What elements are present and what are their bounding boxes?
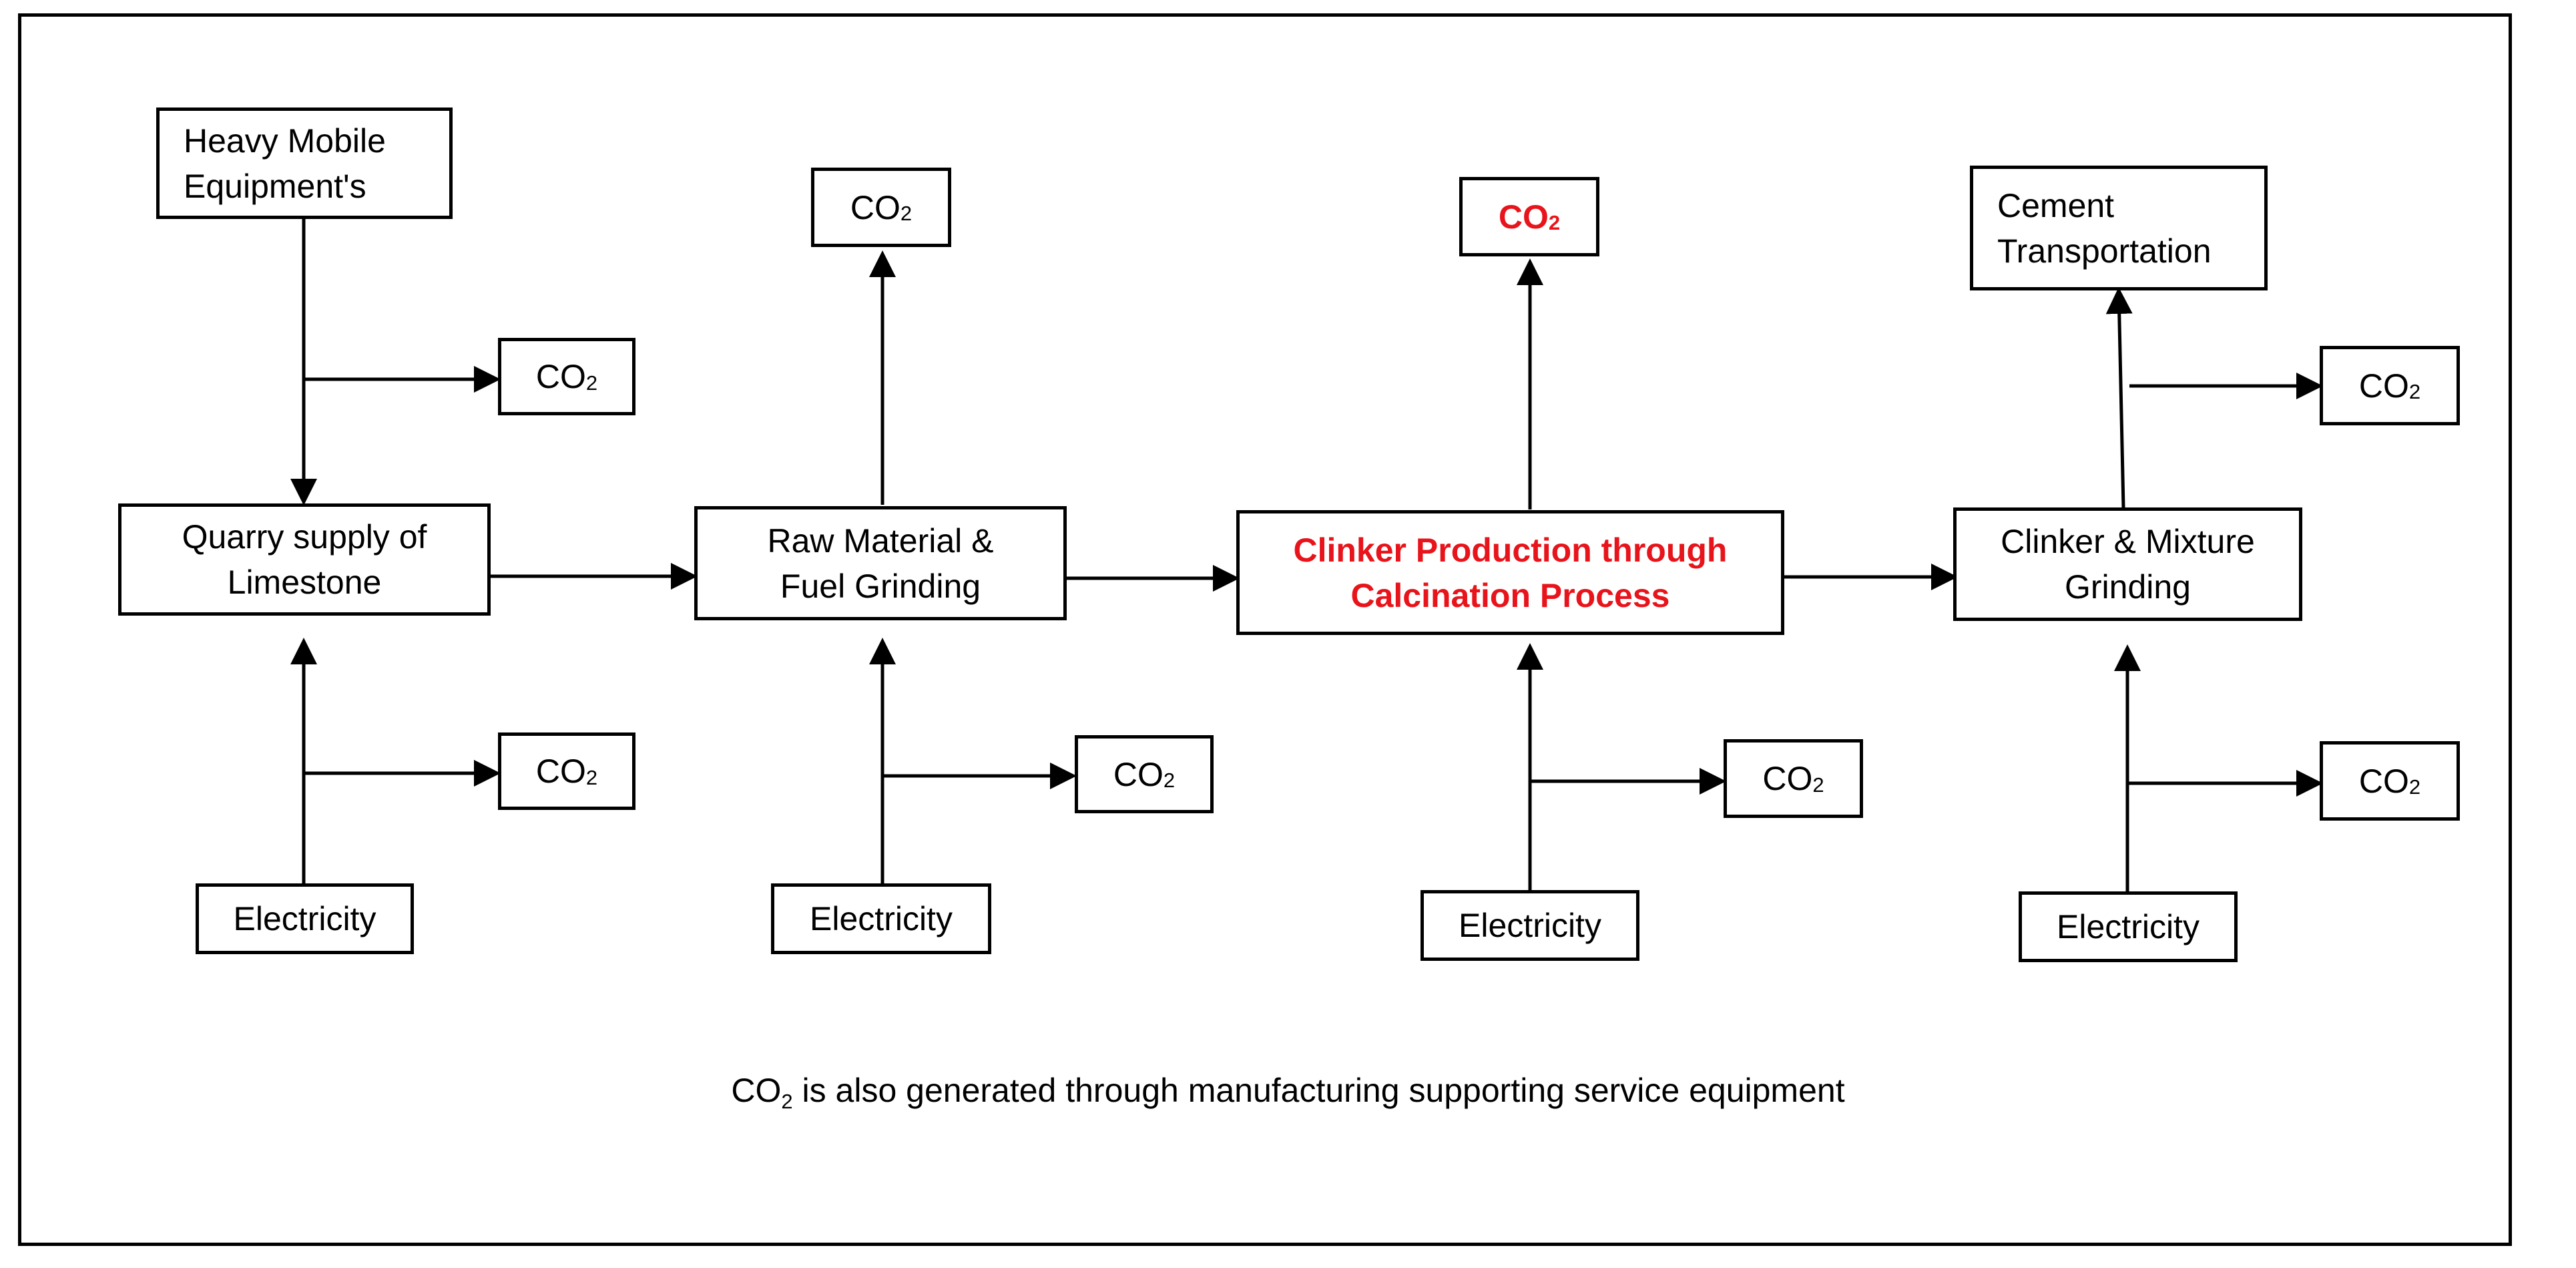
heavy-mobile-equipment-label: Heavy Mobile Equipment's bbox=[184, 122, 386, 205]
electricity-box-grinding: Electricity bbox=[2019, 891, 2238, 962]
clinker-production-box: Clinker Production through Calcination P… bbox=[1236, 510, 1784, 635]
footnote-text: CO2 is also generated through manufactur… bbox=[731, 1072, 1845, 1113]
electricity-box-raw-material: Electricity bbox=[771, 883, 991, 954]
raw-material-grinding-box: Raw Material & Fuel Grinding bbox=[694, 506, 1067, 620]
arrow-grinding-to-transport bbox=[2105, 287, 2133, 508]
electricity-box-quarry: Electricity bbox=[196, 883, 414, 954]
heavy-mobile-equipment-box: Heavy Mobile Equipment's bbox=[156, 108, 453, 219]
cement-transportation-label: Cement Transportation bbox=[1997, 186, 2212, 270]
cement-transportation-box: Cement Transportation bbox=[1970, 166, 2268, 290]
clinker-mixture-grinding-box: Clinker & Mixture Grinding bbox=[1953, 507, 2302, 621]
diagram-border bbox=[18, 13, 2512, 1246]
clinker-mixture-grinding-label: Clinker & Mixture Grinding bbox=[2001, 523, 2255, 606]
quarry-supply-box: Quarry supply of Limestone bbox=[118, 503, 491, 616]
electricity-box-clinker: Electricity bbox=[1421, 890, 1639, 961]
quarry-supply-label: Quarry supply of Limestone bbox=[182, 518, 427, 601]
clinker-production-label: Clinker Production through Calcination P… bbox=[1293, 531, 1728, 614]
raw-material-grinding-label: Raw Material & Fuel Grinding bbox=[767, 521, 994, 605]
